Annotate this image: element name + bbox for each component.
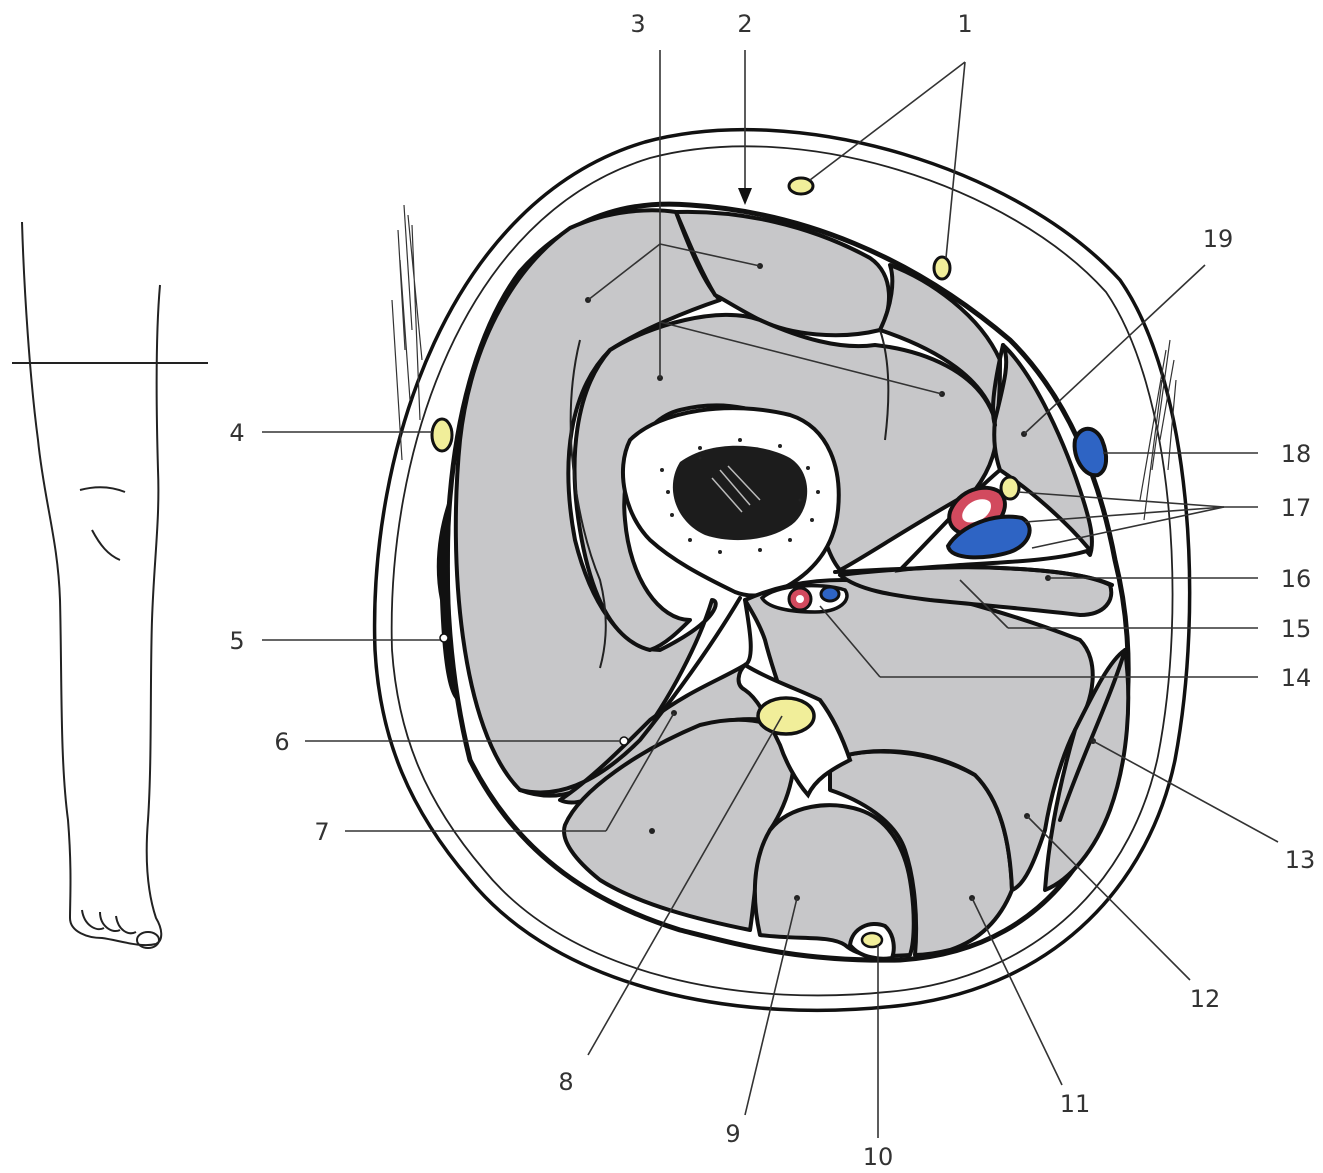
profunda-femoris-vessels: [762, 586, 847, 612]
label-14: 14: [1281, 664, 1312, 692]
label-12: 12: [1190, 985, 1221, 1013]
sciatic-nerve: [758, 698, 814, 734]
label-8: 8: [558, 1068, 573, 1096]
label-9: 9: [725, 1120, 740, 1148]
label-11: 11: [1060, 1090, 1091, 1118]
label-17: 17: [1281, 494, 1312, 522]
label-10: 10: [863, 1143, 894, 1171]
label-1: 1: [957, 10, 972, 38]
cutaneous-nerve-1b: [934, 257, 950, 279]
cutaneous-nerve-1a: [789, 178, 813, 194]
label-4: 4: [229, 419, 244, 447]
label-16: 16: [1281, 565, 1312, 593]
label-15: 15: [1281, 615, 1312, 643]
label-13: 13: [1285, 846, 1316, 874]
label-2: 2: [737, 10, 752, 38]
label-6: 6: [274, 728, 289, 756]
label-19: 19: [1203, 225, 1234, 253]
label-5: 5: [229, 627, 244, 655]
lateral-cutaneous-nerve: [432, 419, 452, 451]
leg-silhouette: [12, 222, 208, 948]
label-7: 7: [314, 818, 329, 846]
label-3: 3: [630, 10, 645, 38]
label-18: 18: [1281, 440, 1312, 468]
